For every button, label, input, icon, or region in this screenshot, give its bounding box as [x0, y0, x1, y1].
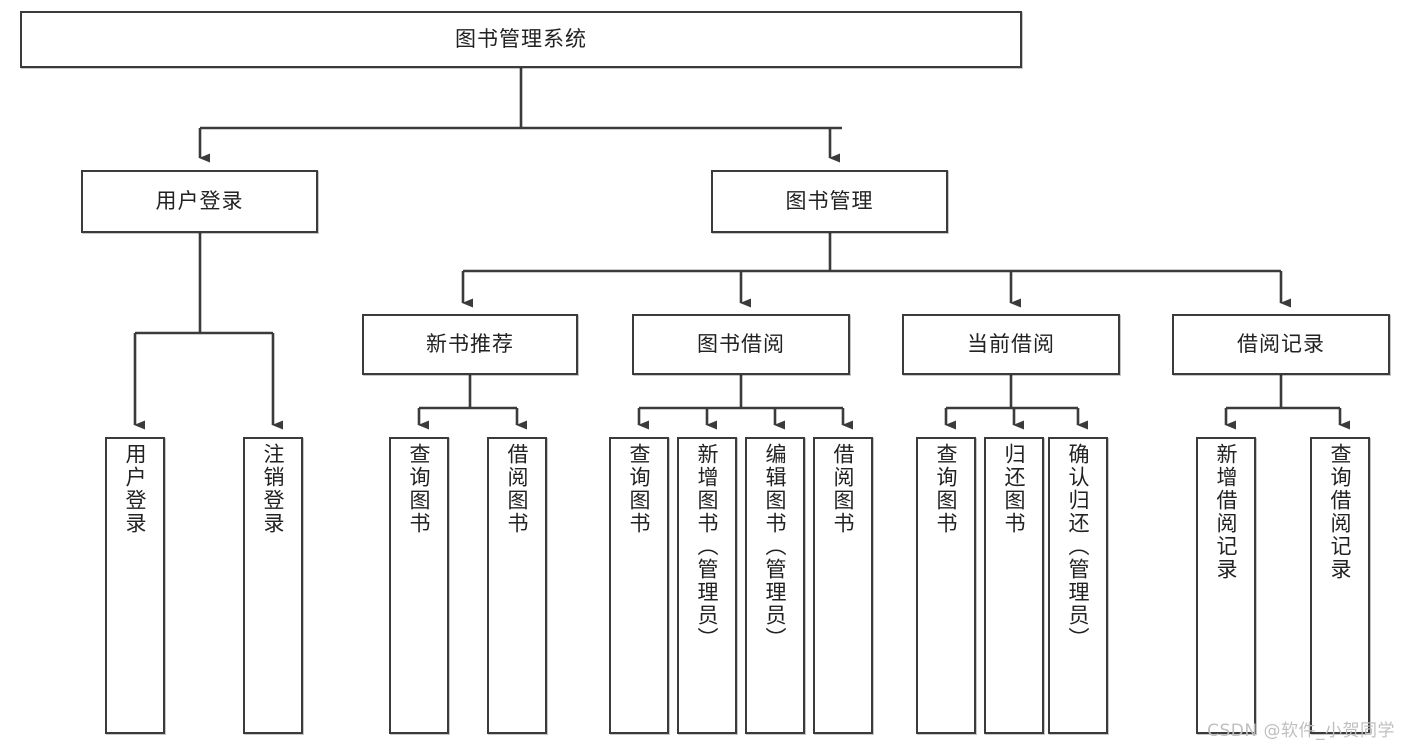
node-leaf-add-book-label: 新增图书（管理员）: [695, 443, 720, 650]
csdn-watermark: CSDN @软件_小贺同学: [1207, 721, 1395, 741]
node-leaf-return-book-label: 归还图书: [1002, 443, 1027, 535]
node-leaf-query-book-1-label: 查询图书: [407, 443, 432, 535]
node-user-login[interactable]: 用户登录: [81, 170, 318, 233]
node-leaf-query-book-1[interactable]: 查询图书: [389, 437, 449, 734]
node-leaf-query-book-2-label: 查询图书: [627, 443, 652, 535]
node-book-manage-label: 图书管理: [785, 188, 874, 213]
node-borrow-record-label: 借阅记录: [1237, 331, 1325, 356]
node-current-borrow[interactable]: 当前借阅: [902, 314, 1120, 375]
node-leaf-logout-login[interactable]: 注销登录: [243, 437, 303, 734]
node-user-login-label: 用户登录: [155, 188, 244, 213]
node-leaf-confirm-return[interactable]: 确认归还（管理员）: [1048, 437, 1108, 734]
node-book-borrow-label: 图书借阅: [697, 331, 785, 356]
node-book-manage[interactable]: 图书管理: [711, 170, 948, 233]
node-leaf-query-book-3-label: 查询图书: [934, 443, 959, 535]
node-leaf-logout-login-label: 注销登录: [261, 443, 286, 535]
node-leaf-add-borrow-record[interactable]: 新增借阅记录: [1196, 437, 1256, 734]
node-current-borrow-label: 当前借阅: [967, 331, 1055, 356]
node-leaf-borrow-book-1-label: 借阅图书: [505, 443, 530, 535]
node-leaf-edit-book-label: 编辑图书（管理员）: [763, 443, 788, 650]
node-leaf-return-book[interactable]: 归还图书: [984, 437, 1044, 734]
node-root[interactable]: 图书管理系统: [20, 11, 1022, 68]
node-leaf-add-borrow-record-label: 新增借阅记录: [1214, 443, 1239, 581]
node-leaf-user-login-label: 用户登录: [123, 443, 148, 535]
node-leaf-edit-book[interactable]: 编辑图书（管理员）: [745, 437, 805, 734]
node-root-label: 图书管理系统: [455, 26, 587, 51]
node-leaf-borrow-book-2[interactable]: 借阅图书: [813, 437, 873, 734]
node-leaf-add-book[interactable]: 新增图书（管理员）: [677, 437, 737, 734]
node-borrow-record[interactable]: 借阅记录: [1172, 314, 1390, 375]
node-leaf-borrow-book-1[interactable]: 借阅图书: [487, 437, 547, 734]
node-leaf-query-borrow-record-label: 查询借阅记录: [1328, 443, 1353, 581]
node-leaf-confirm-return-label: 确认归还（管理员）: [1066, 443, 1091, 650]
node-leaf-borrow-book-2-label: 借阅图书: [831, 443, 856, 535]
node-new-book-recommend-label: 新书推荐: [426, 331, 514, 356]
node-leaf-query-borrow-record[interactable]: 查询借阅记录: [1310, 437, 1370, 734]
node-leaf-query-book-3[interactable]: 查询图书: [916, 437, 976, 734]
node-leaf-query-book-2[interactable]: 查询图书: [609, 437, 669, 734]
node-leaf-user-login[interactable]: 用户登录: [105, 437, 165, 734]
node-book-borrow[interactable]: 图书借阅: [632, 314, 850, 375]
node-new-book-recommend[interactable]: 新书推荐: [362, 314, 578, 375]
